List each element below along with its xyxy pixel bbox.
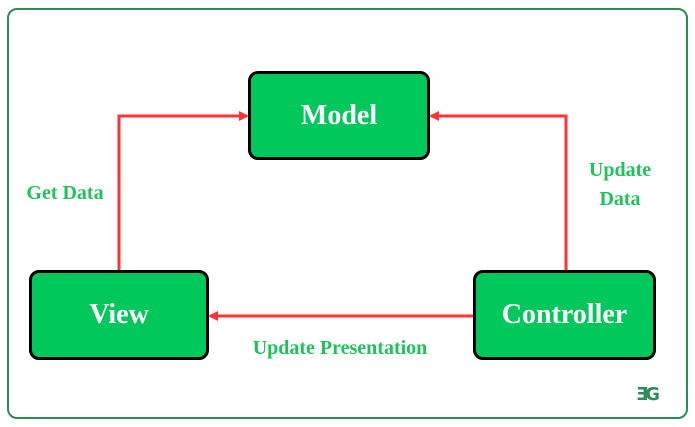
model-label: Model (300, 99, 378, 131)
view-label: View (89, 299, 149, 330)
get-data-label: Get Data (26, 182, 104, 204)
update-data-label: Update Data (588, 159, 652, 210)
controller-label: Controller (501, 299, 628, 330)
arrow-controller-to-model (429, 111, 568, 270)
geeksforgeeks-logo-icon: ƎG (636, 384, 660, 405)
model-node: Model (248, 71, 430, 160)
update-presentation-label: Update Presentation (252, 337, 428, 359)
controller-node: Controller (473, 270, 656, 360)
view-node: View (29, 270, 209, 360)
arrow-view-to-model (117, 111, 249, 270)
